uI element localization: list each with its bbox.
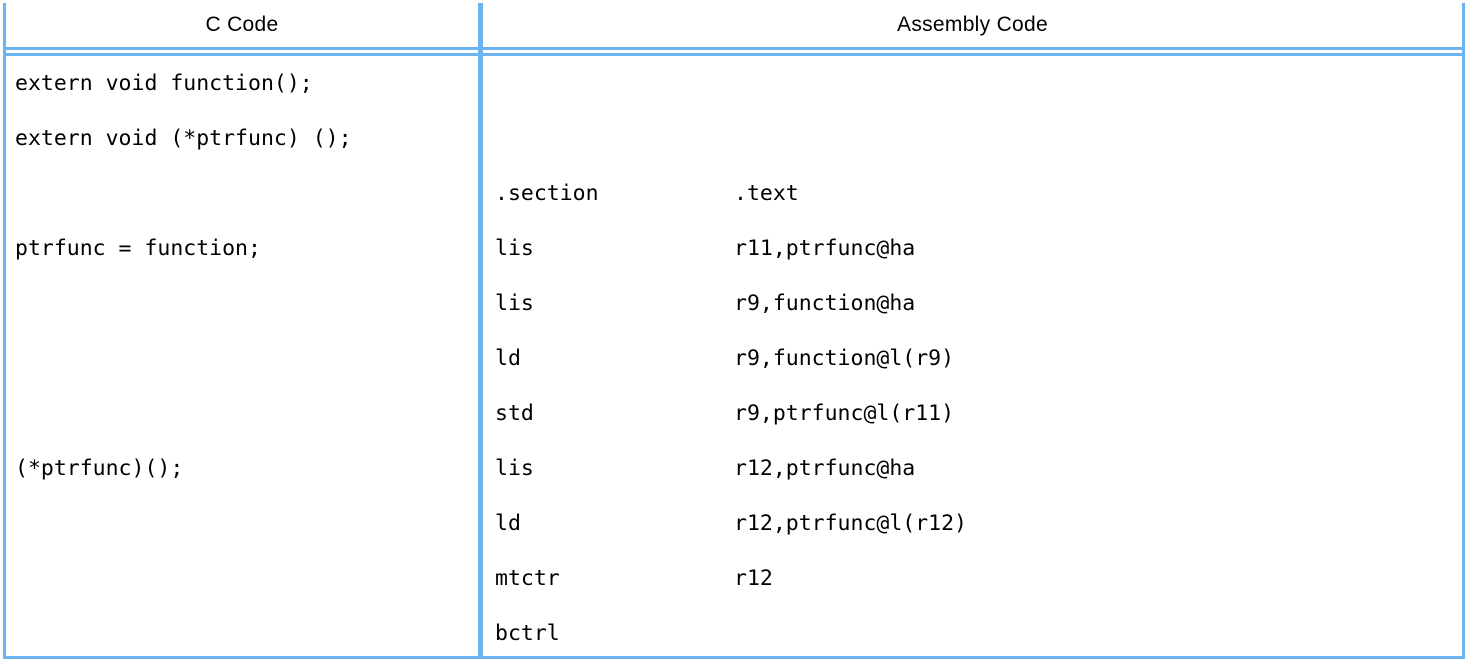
assembly-code-line: std r9,ptrfunc@l(r11) [495,386,954,441]
assembly-mnemonic: lis [495,456,534,481]
assembly-operands: .text [734,181,799,206]
code-comparison-table: C Code Assembly Code extern void functio… [3,3,1465,659]
c-code-cell: extern void function(); extern void (*ptr… [6,56,478,656]
assembly-code-cell: .section .text lis r11,ptrfunc@ha lis r9,func… [488,56,1462,656]
table-body: extern void function(); extern void (*ptr… [6,56,1462,656]
assembly-mnemonic: std [495,401,534,426]
assembly-operands: r9,function@l(r9) [734,346,955,371]
assembly-code-line: ld r12,ptrfunc@l(r12) [495,496,967,551]
assembly-mnemonic: ld [495,346,521,371]
assembly-code-line: .section .text [495,166,799,221]
assembly-code-line: mtctr r12 [495,551,773,606]
column-divider [478,6,483,656]
assembly-code-line: ld r9,function@l(r9) [495,331,954,386]
assembly-operands: r9,function@ha [734,291,916,316]
c-code-line: extern void (*ptrfunc) (); [15,126,352,151]
assembly-code-line: lis r9,function@ha [495,276,915,331]
assembly-operands: r9,ptrfunc@l(r11) [734,401,955,426]
header-rule-upper [6,47,1462,50]
column-header-assembly-code: Assembly Code [483,3,1462,47]
c-code-line: ptrfunc = function; [15,236,261,261]
header-rule-lower [6,53,1462,56]
assembly-code-line: lis r12,ptrfunc@ha [495,441,915,496]
assembly-mnemonic: ld [495,511,521,536]
assembly-mnemonic: lis [495,236,534,261]
assembly-operands: r12,ptrfunc@l(r12) [734,511,967,536]
c-code-line: extern void function(); [15,71,313,96]
column-header-c-code: C Code [6,3,478,47]
assembly-mnemonic: lis [495,291,534,316]
assembly-code-line: lis r11,ptrfunc@ha [495,221,915,276]
assembly-operands: r12,ptrfunc@ha [734,456,916,481]
assembly-mnemonic: mtctr [495,566,560,591]
assembly-mnemonic: bctrl [495,621,560,646]
table-header-row: C Code Assembly Code [3,3,1465,47]
assembly-operands: r11,ptrfunc@ha [734,236,916,261]
assembly-mnemonic: .section [495,181,599,206]
assembly-code-line: bctrl [495,606,734,656]
assembly-operands: r12 [734,566,773,591]
c-code-line: (*ptrfunc)(); [15,456,184,481]
